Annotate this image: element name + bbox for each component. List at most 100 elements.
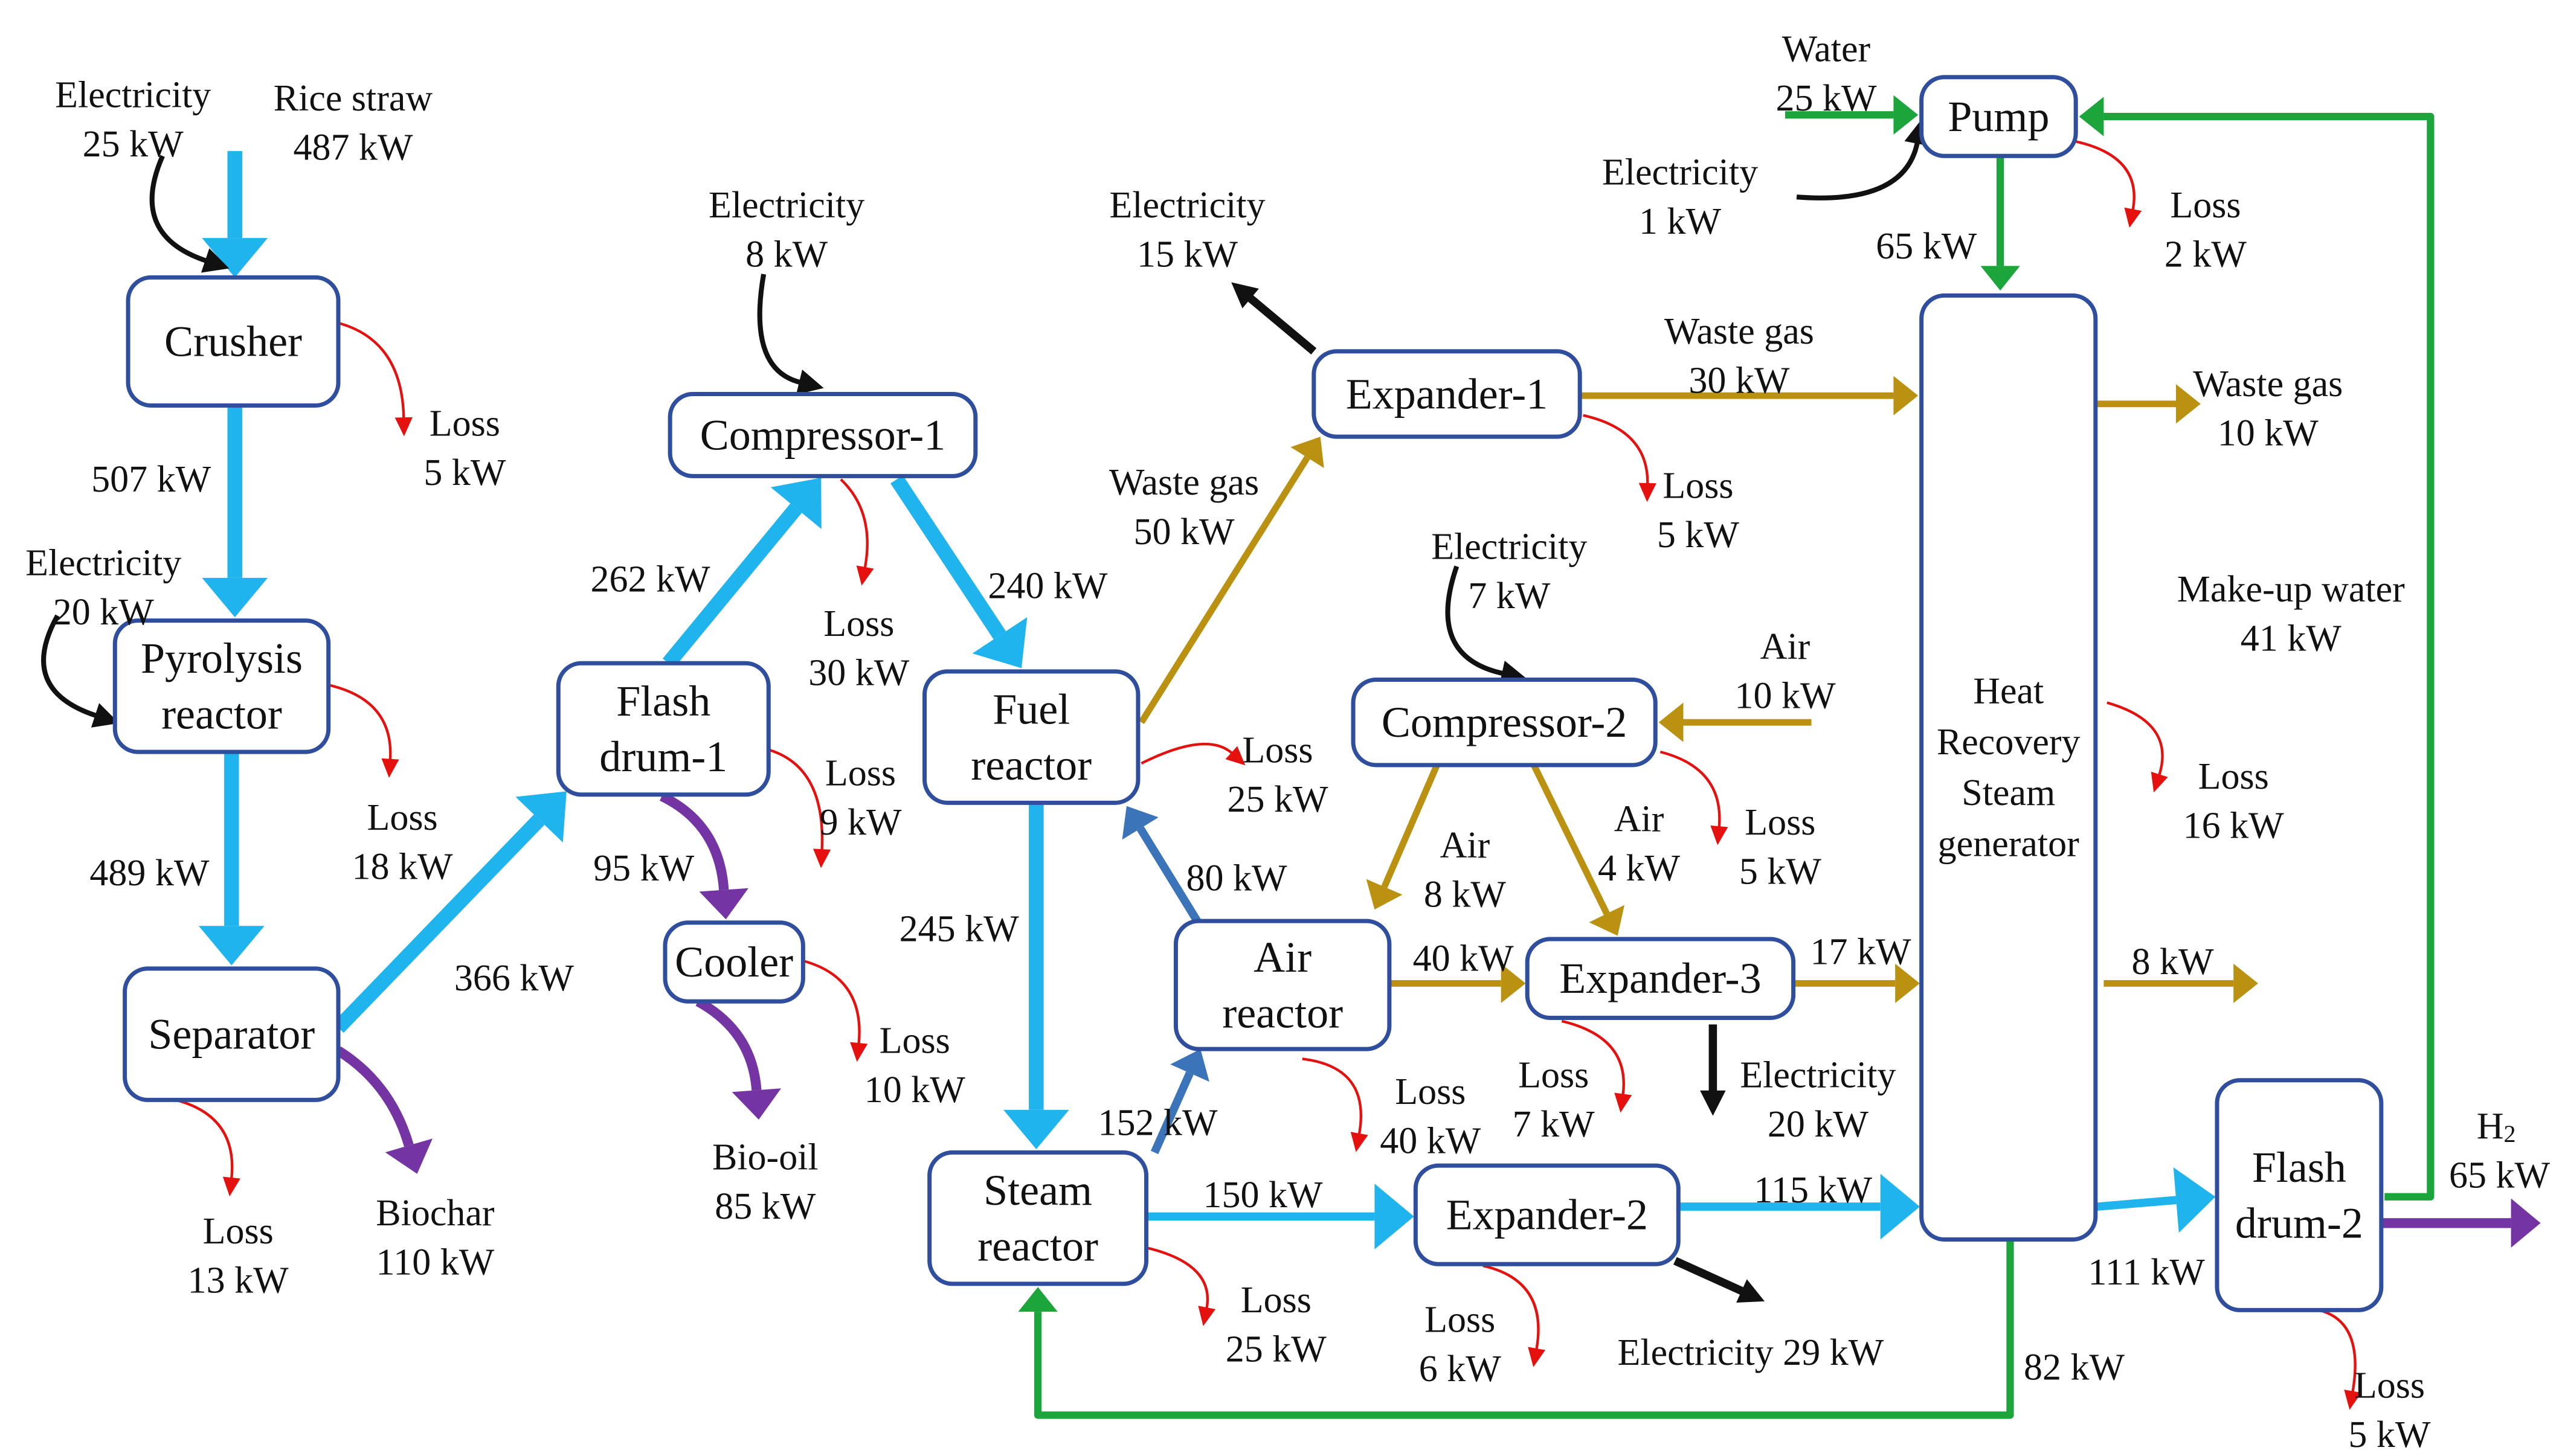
label-line: Loss (1395, 1071, 1466, 1112)
node-crusher: Crusher (126, 275, 341, 408)
arrow-expander2-to-hrsg (1678, 1173, 1920, 1240)
arrow-head (515, 791, 567, 843)
label-separator-out: 366 kW (454, 958, 575, 999)
label-line: Loss (1424, 1300, 1495, 1341)
arrow-head (1589, 905, 1625, 936)
label-line: Electricity (1109, 185, 1265, 226)
loss-arrow-fuel-reactor (1141, 742, 1246, 766)
loss-arrow-expander2 (1482, 1264, 1546, 1367)
label-steam-to-air: 152 kW (1098, 1102, 1218, 1143)
arrow-expander3-electricity (1700, 1024, 1726, 1116)
arrow-shaft (2103, 112, 2435, 1201)
arrow-head (2511, 1198, 2541, 1248)
node-label: Fuel (993, 685, 1070, 733)
process-units: CrusherPyrolysisreactorSeparatorFlashdru… (112, 75, 2384, 1312)
label-line: Loss (825, 752, 896, 794)
arrow-head (2233, 963, 2258, 1004)
arrow-head (91, 703, 120, 728)
loss-arrow-crusher (340, 322, 413, 437)
label-line: Loss (1518, 1055, 1589, 1096)
arrow-head (1122, 806, 1159, 840)
label-hrsg-to-flash2: 111 kW (2088, 1252, 2205, 1293)
arrow-flash1-to-cooler (659, 792, 748, 920)
arrow-shaft (1381, 763, 1440, 888)
label-line: 10 kW (864, 1070, 966, 1111)
label-line: Biochar (376, 1193, 495, 1234)
node-box (1351, 677, 1658, 768)
label-line: Air (1760, 626, 1810, 667)
label-line: 8 kW (1424, 874, 1507, 916)
arrow-shaft (1247, 294, 1317, 354)
label-line: Electricity (709, 185, 864, 226)
arrow-shaft (1561, 1019, 1625, 1095)
label-line: 2 kW (2165, 234, 2247, 275)
node-expander3: Expander-3 (1525, 937, 1796, 1020)
loss-arrow-expander1 (1583, 414, 1656, 502)
arrow-head (1893, 376, 1919, 415)
node-label: Cooler (675, 938, 793, 986)
arrow-cooler-to-bio-oil (695, 997, 781, 1120)
arrow-shaft (1583, 414, 1649, 485)
label-line: Loss (1745, 802, 1815, 843)
arrow-head (198, 926, 265, 966)
arrow-head (2344, 1390, 2362, 1410)
label-line: 80 kW (1186, 858, 1288, 899)
label-line: Loss (2354, 1365, 2425, 1406)
label-line: 40 kW (1380, 1120, 1481, 1161)
arrow-head (1895, 963, 1920, 1004)
node-box (1312, 349, 1582, 439)
arrow-shaft (2318, 1309, 2357, 1393)
arrow-hrsg-waste-gas (2097, 384, 2201, 424)
arrow-shaft (340, 322, 405, 419)
node-separator: Separator (123, 966, 341, 1102)
arrow-water-to-pump (1785, 95, 1919, 135)
loss-arrow-compressor2 (1659, 750, 1728, 845)
label-line: 18 kW (352, 846, 454, 887)
h2-symbol: H (2477, 1106, 2504, 1147)
arrow-shaft (1445, 565, 1504, 676)
node-label: reactor (1222, 989, 1343, 1037)
label-line: Electricity (1602, 152, 1758, 193)
node-box (1413, 1163, 1681, 1266)
arrow-shaft (1482, 1264, 1540, 1350)
node-expander1: Expander-1 (1312, 349, 1582, 439)
label-line: Rice straw (274, 78, 433, 119)
arrow-expander1-to-hrsg (1580, 376, 1919, 415)
label-line: 150 kW (1203, 1175, 1324, 1216)
node-label: Compressor-2 (1382, 698, 1627, 746)
label-line: Loss (430, 403, 500, 444)
arrow-expander3-to-hrsg (1793, 963, 1920, 1004)
loss-arrow-flash2 (2318, 1309, 2362, 1410)
node-box (112, 618, 331, 754)
label-air-to-exp3: 40 kW (1413, 938, 1514, 980)
arrow-head (850, 1042, 868, 1062)
label-elec-expander2: Electricity 29 kW (1618, 1332, 1884, 1373)
arrow-shaft (840, 478, 869, 569)
loss-arrow-expander3 (1561, 1019, 1632, 1113)
label-pyrolysis-out: 489 kW (89, 853, 210, 894)
label-line: H2 (2477, 1106, 2516, 1147)
label-flash1-bottom: 95 kW (593, 848, 695, 889)
node-box (922, 669, 1141, 805)
label-line: 9 kW (819, 802, 902, 843)
node-label: Separator (148, 1010, 315, 1059)
arrow-head (2176, 384, 2201, 424)
arrow-shaft (2096, 1196, 2177, 1211)
arrow-head (1350, 1132, 1368, 1152)
arrow-head (1893, 95, 1919, 135)
label-line: 30 kW (808, 653, 910, 694)
node-compressor2: Compressor-2 (1351, 677, 1658, 768)
loss-arrow-air-reactor (1302, 1057, 1368, 1152)
label-line: Loss (203, 1211, 274, 1252)
loss-arrow-cooler (801, 959, 868, 1062)
